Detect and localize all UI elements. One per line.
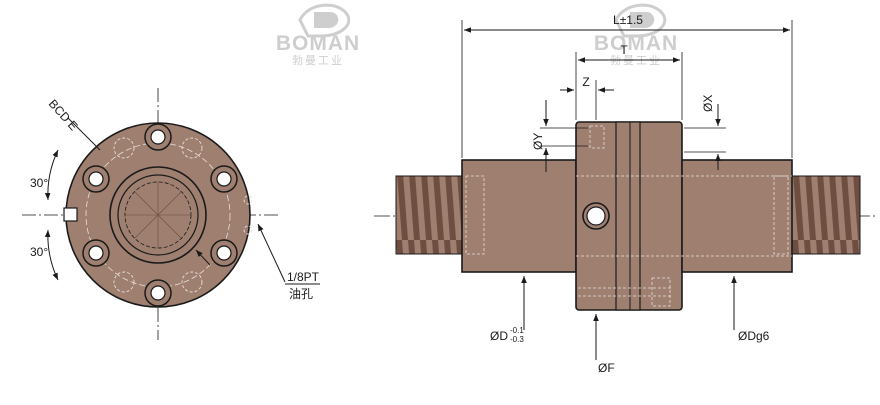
keyway-square <box>63 207 78 222</box>
watermark-brand: BOMAN <box>594 32 678 55</box>
watermark-left: BOMAN 勃曼工业 <box>276 3 360 67</box>
boman-logo-icon <box>298 3 351 38</box>
t-label: T <box>620 43 628 57</box>
angle-arc-top <box>44 149 59 201</box>
angle-bottom-label: 30° <box>30 245 48 259</box>
z-label: Z <box>582 75 589 89</box>
f-label: ØF <box>598 361 615 375</box>
d-tol-upper: -0.1 <box>510 326 524 335</box>
nut-side-view: L±1.5 T Z ØY ØX ØD -0.1 -0.3 ØF ØDg6 <box>374 13 878 375</box>
nut-body-right <box>681 159 793 273</box>
angle-top-label: 30° <box>30 176 48 190</box>
oil-hole-size-label: 1/8PT <box>287 270 320 284</box>
oil-hole-label: 油孔 <box>289 287 313 301</box>
dg6-label: ØDg6 <box>738 329 770 343</box>
radial-lines <box>125 182 191 248</box>
small-leader <box>195 249 211 266</box>
nut-body-left <box>461 159 577 273</box>
flange-groove <box>615 121 641 311</box>
d-tol-lower: -0.3 <box>510 335 524 344</box>
watermark-right: BOMAN 勃曼工业 <box>594 3 678 67</box>
bolt-hole <box>210 239 238 267</box>
bolt-hole <box>144 123 172 151</box>
bolt-hole <box>210 165 238 193</box>
d-label: ØD <box>490 329 508 343</box>
angle-arc-bottom <box>44 229 59 281</box>
screw-thread-left <box>395 175 463 255</box>
watermark-brand: BOMAN <box>276 32 360 55</box>
flange-end-view: BCD E 30° 30° 1/8PT 油孔 <box>22 88 320 340</box>
bolt-hole <box>82 239 110 267</box>
y-label: ØY <box>531 133 545 150</box>
bcd-leader-line <box>67 117 101 151</box>
bcd-label: BCD E <box>46 97 81 134</box>
oil-hole-leader <box>257 223 286 283</box>
length-label: L±1.5 <box>613 13 643 27</box>
boman-logo-icon <box>614 3 667 38</box>
bolt-hole <box>82 165 110 193</box>
hidden-internal-lines <box>465 125 792 307</box>
bolt-holes <box>82 123 238 307</box>
watermark-subtitle: 勃曼工业 <box>292 54 344 67</box>
oil-hole-inner <box>586 206 606 226</box>
x-label: ØX <box>701 95 715 112</box>
screw-thread-right <box>791 175 861 255</box>
bolt-hole <box>144 279 172 307</box>
